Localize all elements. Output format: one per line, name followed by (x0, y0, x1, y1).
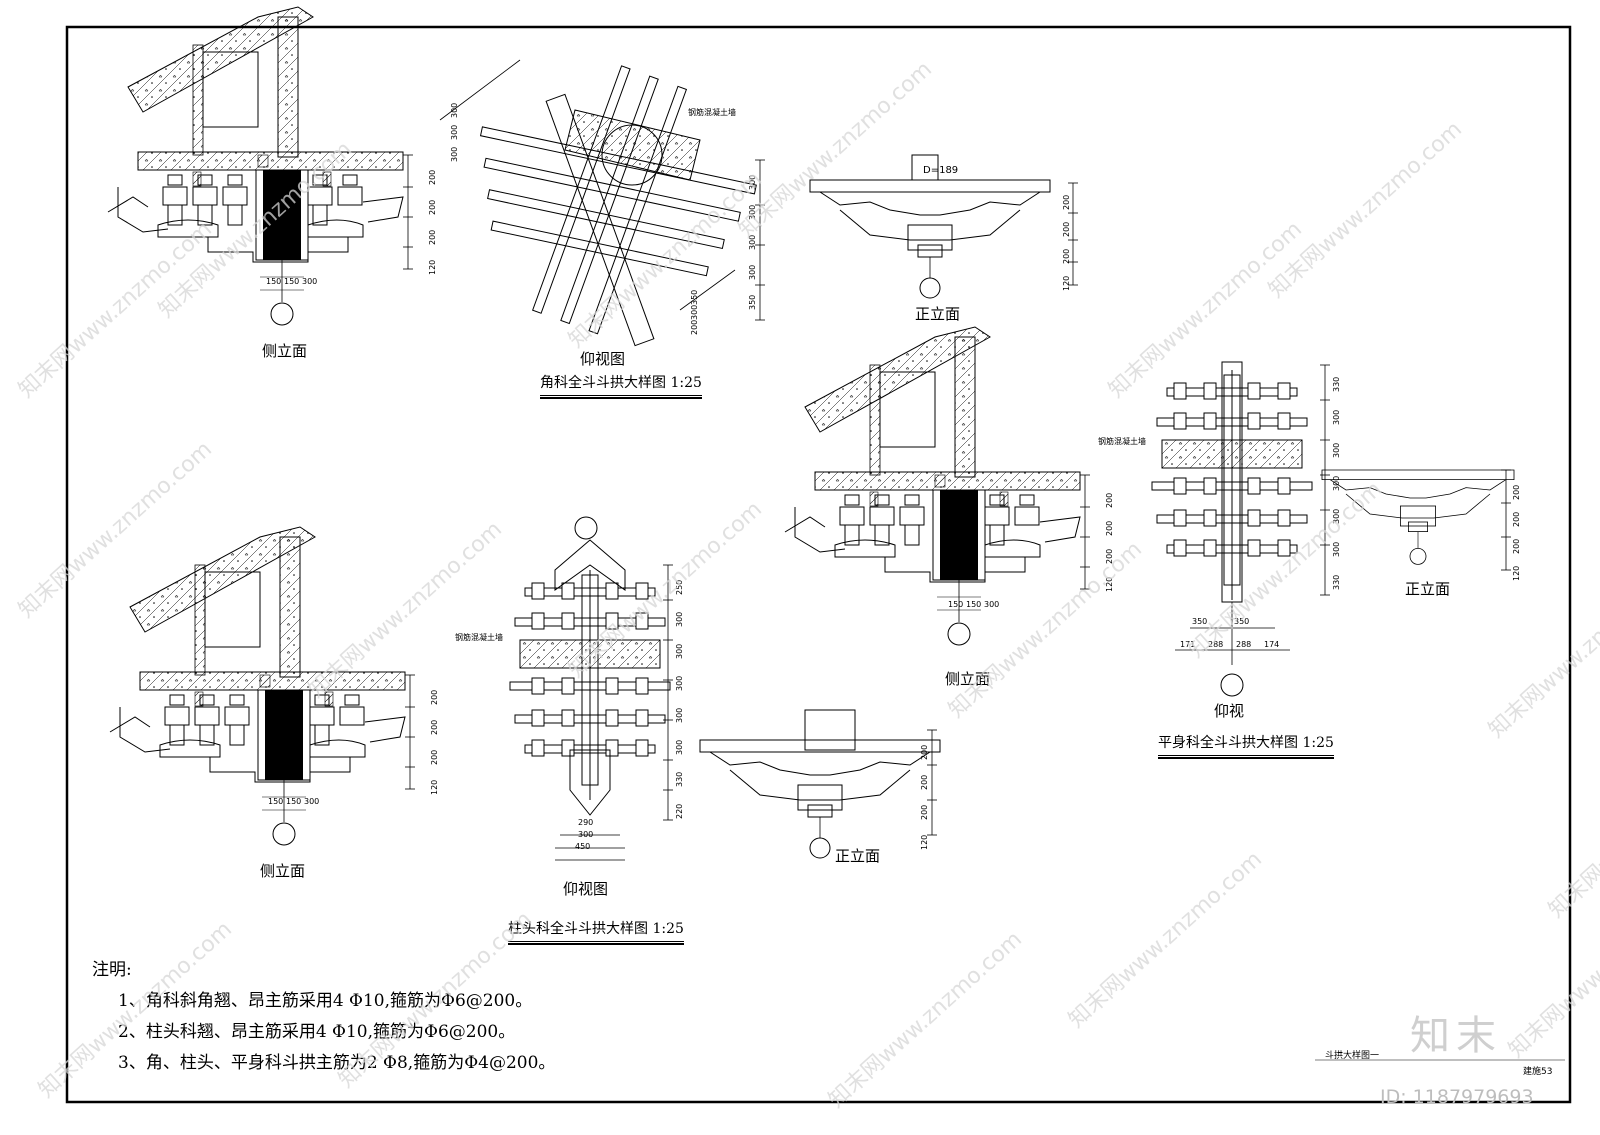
g3-plan-bottom2-dim-0: 171 (1180, 640, 1196, 649)
g3-post-dim-1: 150 (966, 600, 982, 609)
g1-plan-dim-b-3: 300 (748, 264, 757, 280)
note-item-3: 3、角、柱头、平身科斗拱主筋为2 Φ8,箍筋为Φ4@200。 (118, 1053, 556, 1073)
g2-plan-view-label: 仰视图 (563, 880, 609, 898)
g3-front-view-label: 正立面 (1405, 580, 1451, 598)
g1-plan-dim-c-1: 300 (690, 304, 699, 320)
g3-front-dim-2: 200 (1512, 538, 1521, 554)
g1-front-dim-0: 200 (1062, 194, 1071, 210)
g2-post-dim-0: 150 (268, 797, 284, 806)
sheet-number: 建施53 (1523, 1067, 1553, 1077)
g3-title: 平身科全斗斗拱大样图 1:25 (1158, 732, 1334, 759)
g1-callout-wall: 钢筋混凝土墙 (688, 108, 736, 117)
sheet-name: 斗拱大样图一 (1325, 1051, 1380, 1061)
g2-plan-dim-1: 300 (675, 611, 684, 627)
g1-post-dim-2: 300 (302, 277, 318, 286)
g1-side-dim-0: 200 (428, 169, 437, 185)
g3-plan-bottom2-dim-3: 174 (1264, 640, 1280, 649)
g2-side-view-label: 侧立面 (260, 862, 306, 880)
g3-plan-dim-6: 330 (1332, 574, 1341, 590)
g2-title: 柱头科全斗斗拱大样图 1:25 (508, 918, 684, 945)
g2-side-dim-0: 200 (430, 689, 439, 705)
g3-side-view-label: 侧立面 (945, 670, 991, 688)
g2-post-dim-2: 300 (304, 797, 320, 806)
g1-front-dim-2: 200 (1062, 248, 1071, 264)
g2-post-dim-1: 150 (286, 797, 302, 806)
g2-plan-dim-6: 330 (675, 771, 684, 787)
g1-post-dim-0: 150 (266, 277, 282, 286)
g1-side-dim-2: 200 (428, 229, 437, 245)
g2-side-dim-2: 200 (430, 749, 439, 765)
g3-post-dim-2: 300 (984, 600, 1000, 609)
g2-callout-wall: 钢筋混凝土墙 (455, 633, 503, 642)
g2-front-dim-3: 120 (920, 834, 929, 850)
g2-plan-dim-5: 300 (675, 739, 684, 755)
watermark-id: ID: 1187979693 (1380, 1086, 1534, 1108)
notes-heading: 注明: (92, 960, 132, 980)
g1-front-dim-1: 200 (1062, 221, 1071, 237)
g1-side-dim-3: 120 (428, 259, 437, 275)
g3-front-dim-1: 200 (1512, 511, 1521, 527)
g3-side-dim-0: 200 (1105, 492, 1114, 508)
g3-side-dim-1: 200 (1105, 520, 1114, 536)
g3-plan-dim-2: 300 (1332, 442, 1341, 458)
g2-plan-dim-7: 220 (675, 803, 684, 819)
g3-front-dim-0: 200 (1512, 484, 1521, 500)
g2-side-dim-1: 200 (430, 719, 439, 735)
g3-post-dim-0: 150 (948, 600, 964, 609)
g1-plan-view-label: 仰视图 (580, 350, 626, 368)
g1-post-dim-1: 150 (284, 277, 300, 286)
g3-plan-dim-3: 300 (1332, 475, 1341, 491)
g2-plan-dim-4: 300 (675, 707, 684, 723)
g3-plan-dim-0: 330 (1332, 376, 1341, 392)
g3-callout-wall: 钢筋混凝土墙 (1098, 437, 1146, 446)
g2-plan-bottom-dim-1: 300 (578, 830, 594, 839)
g2-front-dim-2: 200 (920, 804, 929, 820)
g1-callout-diameter: D=189 (923, 165, 959, 176)
note-item-2: 2、柱头科翘、昂主筋采用4 Φ10,箍筋为Φ6@200。 (118, 1022, 516, 1042)
g2-plan-dim-3: 300 (675, 675, 684, 691)
g2-front-dim-0: 200 (920, 744, 929, 760)
g1-plan-dim-b-4: 350 (748, 294, 757, 310)
notes-block: 注明: 1、角科斜角翘、昂主筋采用4 Φ10,箍筋为Φ6@200。 2、柱头科翘… (88, 955, 555, 1079)
g2-plan-bottom-dim-2: 450 (575, 842, 591, 851)
g3-plan-bottom2-dim-2: 288 (1236, 640, 1252, 649)
watermark-logo: 知末 (1410, 1013, 1502, 1059)
g1-front-view-label: 正立面 (915, 305, 961, 323)
g1-plan-dim-c-2: 200 (690, 319, 699, 335)
g3-plan-bottom1-dim-0: 350 (1192, 617, 1208, 626)
note-item-1: 1、角科斜角翘、昂主筋采用4 Φ10,箍筋为Φ6@200。 (118, 991, 533, 1011)
g2-plan-bottom-dim-0: 290 (578, 818, 594, 827)
g2-front-dim-1: 200 (920, 774, 929, 790)
g2-side-dim-3: 120 (430, 779, 439, 795)
g2-plan-dim-2: 300 (675, 643, 684, 659)
g1-side-view-label: 侧立面 (262, 342, 308, 360)
g3-plan-bottom2-dim-1: 288 (1208, 640, 1224, 649)
g1-plan-dim-c-0: 350 (690, 289, 699, 305)
g1-title: 角科全斗斗拱大样图 1:25 (540, 372, 702, 399)
g1-plan-dim-a-2: 300 (450, 146, 459, 162)
g3-plan-view-label: 仰视 (1214, 702, 1245, 720)
g2-front-view-label: 正立面 (835, 847, 881, 865)
g1-side-dim-1: 200 (428, 199, 437, 215)
g3-plan-bottom1-dim-1: 350 (1234, 617, 1250, 626)
g3-front-dim-3: 120 (1512, 565, 1521, 581)
g3-plan-dim-1: 300 (1332, 409, 1341, 425)
g1-plan-dim-a-0: 300 (450, 102, 459, 118)
g1-plan-dim-a-1: 300 (450, 124, 459, 140)
g1-front-dim-3: 120 (1062, 275, 1071, 291)
